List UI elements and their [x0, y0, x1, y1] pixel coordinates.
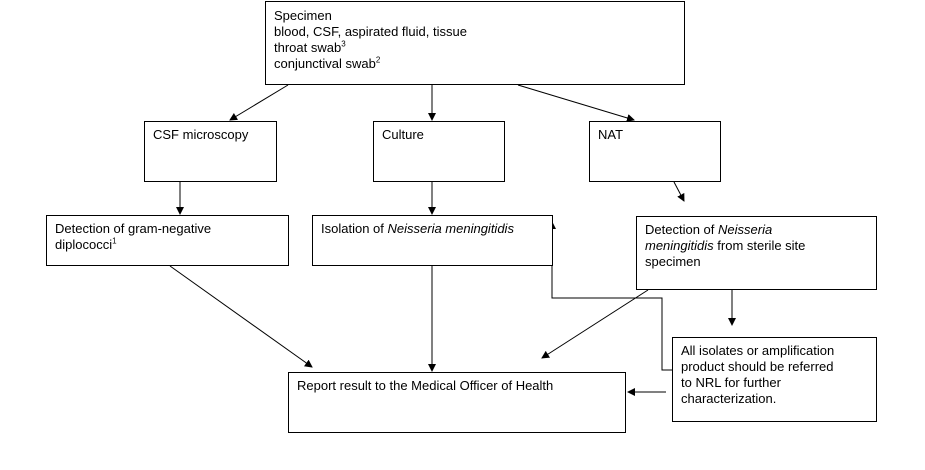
specimen-title: Specimen	[274, 8, 332, 23]
isolation-prefix: Isolation of	[321, 221, 388, 236]
nat-detection-suffix: from sterile site	[713, 238, 806, 253]
culture-label: Culture	[382, 127, 424, 142]
arrow-gram-negative-to-report	[169, 265, 313, 368]
specimen-line-3: conjunctival swab2	[274, 56, 676, 72]
csf-microscopy-box: CSF microscopy	[144, 121, 277, 182]
isolation-line: Isolation of Neisseria meningitidis	[321, 221, 544, 237]
nat-detection-box: Detection of Neisseria meningitidis from…	[636, 216, 877, 290]
specimen-line-2-footnote: 3	[341, 39, 346, 49]
gram-negative-line-2: diplococci1	[55, 237, 280, 253]
specimen-line-3-footnote: 2	[375, 55, 381, 65]
specimen-box: Specimen blood, CSF, aspirated fluid, ti…	[265, 1, 685, 85]
report-label: Report result to the Medical Officer of …	[297, 378, 554, 393]
nrl-referral-line-2: product should be referred	[681, 359, 834, 374]
nat-box: NAT	[589, 121, 721, 182]
arrow-nrl-loop-to-isolation	[548, 221, 672, 371]
nat-detection-organism-species: meningitidis	[645, 238, 714, 253]
arrow-nat-detection-to-report	[541, 289, 649, 359]
csf-microscopy-label: CSF microscopy	[153, 127, 249, 142]
nat-detection-organism-genus: Neisseria	[718, 222, 773, 237]
gram-negative-line-2-text: diplococci	[55, 237, 113, 252]
specimen-line-3-text: conjunctival swab	[274, 56, 376, 71]
isolation-organism: Neisseria meningitidis	[387, 221, 514, 236]
isolation-box: Isolation of Neisseria meningitidis	[312, 215, 553, 266]
specimen-line-1: blood, CSF, aspirated fluid, tissue	[274, 24, 467, 39]
nat-detection-line-1: Detection of Neisseria	[645, 222, 868, 238]
report-box: Report result to the Medical Officer of …	[288, 372, 626, 433]
gram-negative-footnote: 1	[112, 236, 117, 246]
gram-negative-box: Detection of gram-negative diplococci1	[46, 215, 289, 266]
nat-detection-prefix: Detection of	[645, 222, 718, 237]
nrl-referral-line-4: characterization.	[681, 391, 777, 406]
nrl-referral-line-3: to NRL for further	[681, 375, 781, 390]
arrow-specimen-to-nat	[517, 84, 635, 122]
gram-negative-line-1: Detection of gram-negative	[55, 221, 212, 236]
culture-box: Culture	[373, 121, 505, 182]
nrl-referral-box: All isolates or amplification product sh…	[672, 337, 877, 422]
nat-detection-line-2: meningitidis from sterile site	[645, 238, 868, 254]
nrl-referral-line-1: All isolates or amplification	[681, 343, 835, 358]
arrow-specimen-to-csf-microscopy	[229, 84, 289, 121]
nat-label: NAT	[598, 127, 624, 142]
arrow-nat-to-nat-detection	[673, 181, 685, 202]
specimen-line-2: throat swab3	[274, 40, 676, 56]
nat-detection-line-3: specimen	[645, 254, 701, 269]
specimen-line-2-text: throat swab	[274, 40, 342, 55]
